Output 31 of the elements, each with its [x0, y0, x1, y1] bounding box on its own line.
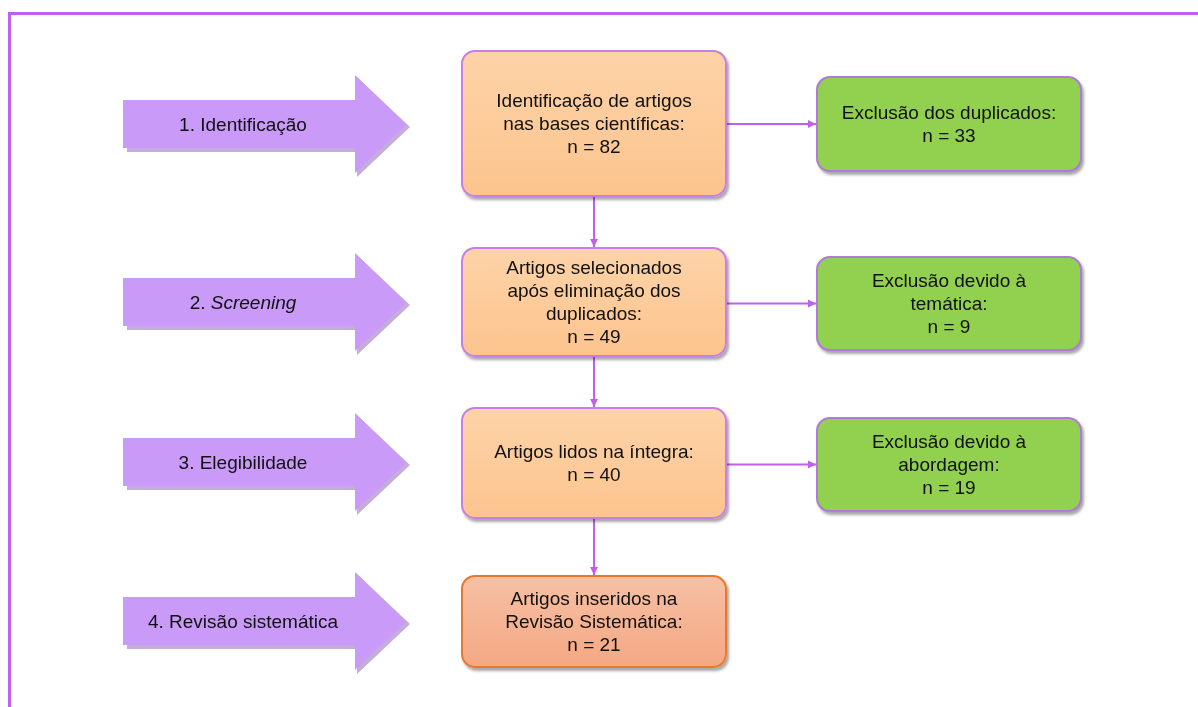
arrow: [726, 120, 817, 128]
exclusion-box: [816, 256, 1082, 351]
stage-label: 3. Elegibilidade: [177, 451, 309, 475]
box-text: n = 9: [927, 315, 971, 338]
box-text: n = 82: [567, 135, 621, 158]
box-text: Artigos inseridos na Revisão Sistemática:: [504, 587, 684, 633]
process-box: [461, 247, 727, 357]
box-text: Artigos selecionados após eliminação dos duplicados:: [505, 256, 683, 325]
stage-label: 1. Identificação: [178, 113, 308, 137]
box-text: n = 49: [567, 325, 621, 348]
arrow: [726, 299, 817, 308]
arrow: [590, 196, 598, 248]
exclusion-box: [816, 76, 1082, 172]
process-box: [461, 407, 727, 519]
box-text: Artigos lidos na íntegra:: [494, 440, 694, 463]
exclusion-box: [816, 417, 1082, 512]
process-box: [461, 50, 727, 197]
box-text: n = 19: [922, 476, 976, 499]
box-text: n = 33: [922, 124, 976, 147]
box-text: n = 21: [567, 633, 621, 656]
box-text: Exclusão devido à temática:: [870, 269, 1028, 315]
stage-label: 4. Revisão sistemática: [146, 610, 340, 634]
stage-label: 2. Screening: [188, 291, 298, 315]
box-text: Identificação de artigos nas bases científicas:: [495, 89, 693, 135]
box-text: n = 40: [567, 463, 621, 486]
process-box: [461, 575, 727, 668]
arrow: [590, 356, 598, 408]
box-text: Exclusão dos duplicados:: [841, 101, 1057, 124]
box-text: Exclusão devido à abordagem:: [870, 430, 1028, 476]
arrow: [726, 460, 817, 469]
arrow: [590, 518, 598, 576]
